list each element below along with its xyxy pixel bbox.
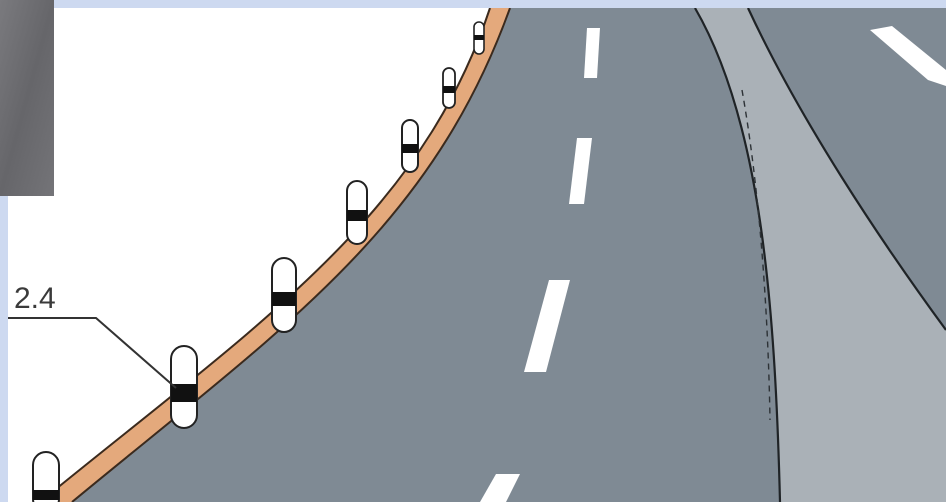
callout-label: 2.4 — [14, 282, 56, 315]
delineator-post — [402, 120, 418, 172]
frame-top-bar — [54, 0, 946, 8]
delineator-post — [33, 452, 59, 502]
photo-inset — [0, 0, 54, 196]
delineator-post — [272, 258, 296, 332]
delineator-post — [347, 181, 367, 244]
delineator-post — [443, 68, 455, 108]
delineator-post — [474, 22, 484, 54]
